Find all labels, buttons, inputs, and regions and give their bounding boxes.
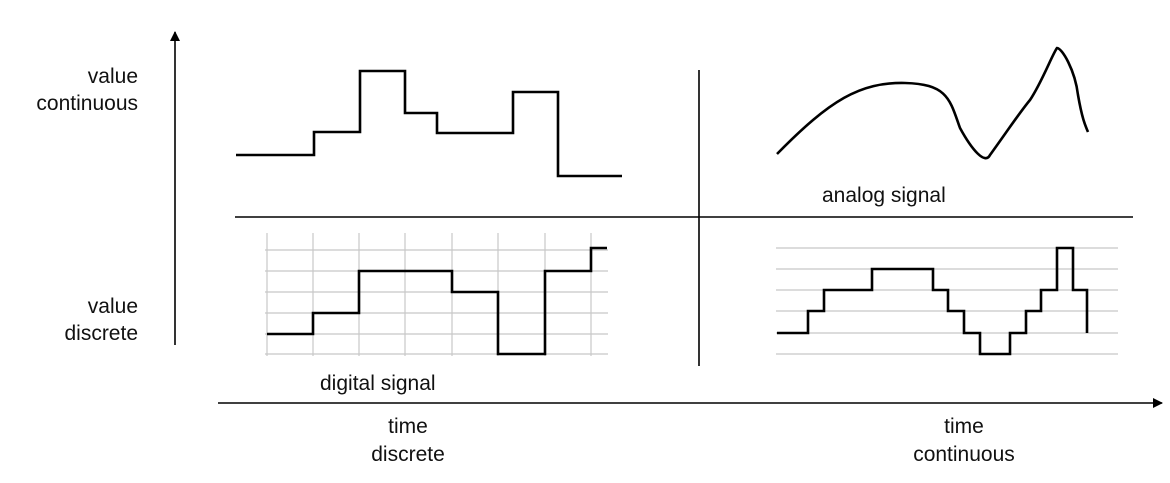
quantized-continuous-time-signal <box>777 246 1089 356</box>
digital-signal <box>267 246 607 356</box>
y-label-continuous: continuous <box>36 92 138 115</box>
analog-signal-caption: analog signal <box>822 184 946 207</box>
y-label-value-top: value <box>88 65 138 88</box>
analog-signal-curve <box>776 46 1090 160</box>
discrete-time-continuous-value-signal <box>236 69 622 178</box>
x-label-continuous: continuous <box>913 443 1015 466</box>
x-label-time-right: time <box>944 415 984 438</box>
digital-signal-caption: digital signal <box>320 372 436 395</box>
y-label-discrete: discrete <box>64 322 138 345</box>
digital-grid <box>265 233 608 356</box>
y-label-value-bottom: value <box>88 295 138 318</box>
x-label-time-left: time <box>388 415 428 438</box>
x-label-discrete: discrete <box>371 443 445 466</box>
